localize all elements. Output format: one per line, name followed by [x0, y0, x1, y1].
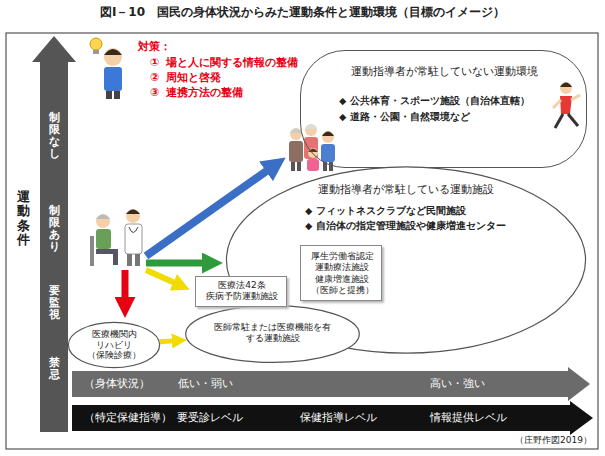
runner-figure [553, 100, 561, 108]
direction-arrow [146, 260, 204, 267]
node-heading: 医師常駐または医療機能を有する運動施設 [212, 322, 333, 345]
measures-heading: 対策： [138, 40, 171, 54]
axis-title: 運動条件 [17, 190, 30, 247]
rehab-ellipse: 医療機関内 リハビリ （保険診療） [68, 322, 160, 368]
horizontal-axis-arrow [72, 367, 590, 401]
figure-caption: （庄野作図2019） [470, 435, 592, 446]
advisor-figure [104, 48, 122, 66]
people-group-figure [308, 149, 318, 153]
runner-figure [560, 83, 572, 88]
doctor-patient-figure [90, 236, 94, 266]
doctor-patient-figure [129, 227, 138, 233]
people-group-figure [323, 162, 327, 171]
axis-level: 制限あり [49, 205, 60, 253]
doctor-patient-figure [127, 254, 132, 266]
doctor-patient-figure [90, 209, 142, 266]
doctor-patient-figure [113, 249, 118, 265]
people-group-figure [297, 162, 301, 171]
axis-level: 禁忌 [49, 357, 60, 381]
environment-region: 運動指導者が常駐していない運動環境 ◆ 公共体育・スポーツ施設（自治体直轄） ◆ 道… [300, 50, 587, 168]
doctor-patient-figure [126, 210, 140, 215]
advisor-figure [104, 49, 122, 55]
figure-title: 図Ⅰ－10 国民の身体状況からみた運動条件と運動環境（目標のイメージ） [0, 5, 605, 20]
frame [6, 33, 598, 449]
axis-level: 要監視 [49, 285, 60, 321]
ellipse-outline [68, 322, 159, 367]
measure-item: 連携方法の整備 [166, 86, 243, 100]
callout-number: ② [150, 71, 159, 85]
advisor-figure [90, 38, 102, 50]
runner-figure [571, 95, 580, 100]
doctor-patient-figure [96, 215, 110, 220]
people-group-figure [291, 162, 295, 171]
advisor-figure [106, 91, 112, 99]
axis-level: 制限なし [49, 112, 60, 160]
node-text: ◆ 道路・公園・自然環境など [339, 111, 579, 123]
runner-figure [555, 114, 563, 128]
people-group-figure [304, 137, 318, 159]
axis-level: 低い・弱い [178, 377, 233, 391]
advisor-figure [104, 67, 122, 91]
measure-item: 周知と啓発 [166, 71, 221, 85]
medical-ellipse: 医師常駐または医療機能を有する運動施設 [185, 305, 360, 363]
law-box: 医療法42条 疾病予防運動施設 [195, 276, 287, 307]
people-group-figure [305, 124, 317, 136]
node-text: ◆ フィットネスクラブなど民間施設 [305, 205, 565, 217]
runner-figure [560, 82, 572, 94]
doctor-patient-figure [96, 214, 110, 228]
axis-level: 保健指導レベル [300, 411, 377, 425]
runner-figure [553, 82, 580, 128]
axis-level: 情報提供レベル [430, 411, 507, 425]
certified-box: 厚生労働省認定 運動療法施設 健康増進施設 （医師と提携） [300, 245, 382, 301]
people-group-figure [307, 159, 319, 171]
advisor-figure [114, 91, 120, 99]
people-group-figure [308, 148, 318, 158]
runner-figure [560, 96, 572, 114]
measure-item: 場と人に関する情報の整備 [166, 56, 298, 70]
node-text: ◆ 自治体の指定管理施設や健康増進センター [305, 220, 565, 232]
horizontal-axis-arrow [72, 401, 593, 435]
doctor-patient-figure [126, 209, 140, 223]
node-text: ◆ 公共体育・スポーツ施設（自治体直轄） [339, 95, 579, 107]
direction-arrow [122, 270, 129, 299]
runner-figure [568, 114, 578, 126]
people-group-figure [305, 125, 317, 130]
axis-heading: （身体状況） [84, 377, 150, 391]
flow-arrow [160, 338, 174, 344]
people-group-figure [289, 141, 303, 162]
node-heading: 運動指導者が常駐している運動施設 [225, 183, 587, 197]
direction-arrow [146, 270, 175, 283]
doctor-patient-figure [125, 224, 142, 254]
callout-number: ① [150, 56, 159, 70]
doctor-patient-figure [135, 254, 140, 266]
people-group-figure [322, 131, 334, 143]
axis-heading: （特定保健指導） [84, 411, 172, 425]
people-group-figure [289, 124, 335, 171]
horizontal-axis-arrow [72, 367, 593, 435]
node-heading: 医療機関内 リハビリ （保険診療） [86, 329, 142, 361]
doctor-patient-figure [96, 229, 111, 249]
people-group-figure [321, 144, 335, 162]
node-heading: 厚生労働省認定 運動療法施設 健康増進施設 （医師と提携） [305, 251, 379, 296]
people-group-figure [322, 132, 334, 137]
vertical-axis-arrow [32, 36, 76, 432]
vertical-axis-arrow [32, 36, 76, 432]
people-group-figure [329, 162, 333, 171]
axis-level: 要受診レベル [177, 411, 243, 425]
ellipse-outline [186, 306, 360, 363]
axis-level: 高い・強い [430, 377, 485, 391]
callout-number: ③ [150, 86, 159, 100]
node-heading: 医療法42条 疾病予防運動施設 [200, 280, 284, 303]
frame [6, 33, 598, 449]
node-heading: 運動指導者が常駐していない運動環境 [301, 65, 588, 79]
advisor-figure [93, 50, 99, 54]
advisor-figure [90, 38, 122, 99]
